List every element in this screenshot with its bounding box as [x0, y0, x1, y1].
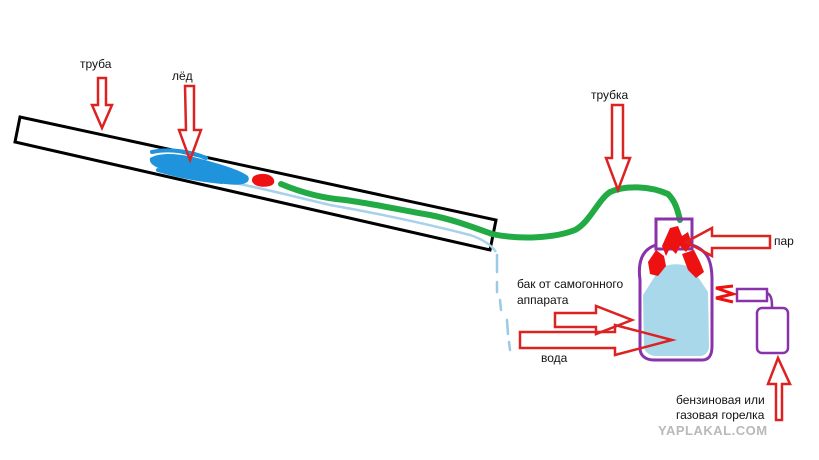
tank-body: [637, 243, 714, 362]
burner: [735, 287, 790, 355]
label-pipe: труба: [80, 57, 112, 71]
label-steam: пар: [774, 234, 794, 248]
tank-water: [643, 264, 709, 356]
burner-neck: [766, 291, 774, 309]
water-drips: [495, 253, 512, 352]
red-blob: [251, 173, 275, 187]
down-arrow-icon: [604, 103, 632, 194]
steam-flames: [648, 226, 704, 278]
arrows: [90, 76, 792, 422]
left-arrow-icon: [683, 225, 772, 259]
zigzag-icon: [715, 284, 739, 304]
right-arrow-icon: [553, 304, 636, 336]
burner-body: [755, 306, 790, 355]
down-arrow-icon: [177, 84, 203, 164]
label-tank-line1: бак от самогонного: [517, 277, 624, 291]
label-tube: трубка: [591, 88, 629, 102]
tank: [637, 217, 714, 362]
burner-nozzle: [735, 287, 769, 303]
down-arrow-icon: [90, 76, 114, 132]
right-arrow-icon: [518, 323, 677, 357]
up-arrow-icon: [766, 354, 792, 422]
label-water: вода: [541, 351, 568, 365]
watermark: YAPLAKAL.COM: [658, 423, 768, 438]
label-burner-line1: бензиновая или: [676, 393, 765, 407]
water-trail: [229, 180, 498, 253]
label-ice: лёд: [172, 69, 193, 83]
label-burner-line2: газовая горелка: [676, 408, 765, 422]
ice-blob: [149, 148, 249, 185]
green-tube: [278, 181, 683, 241]
pipe-outline: [13, 115, 498, 252]
label-tank-line2: аппарата: [517, 293, 569, 307]
